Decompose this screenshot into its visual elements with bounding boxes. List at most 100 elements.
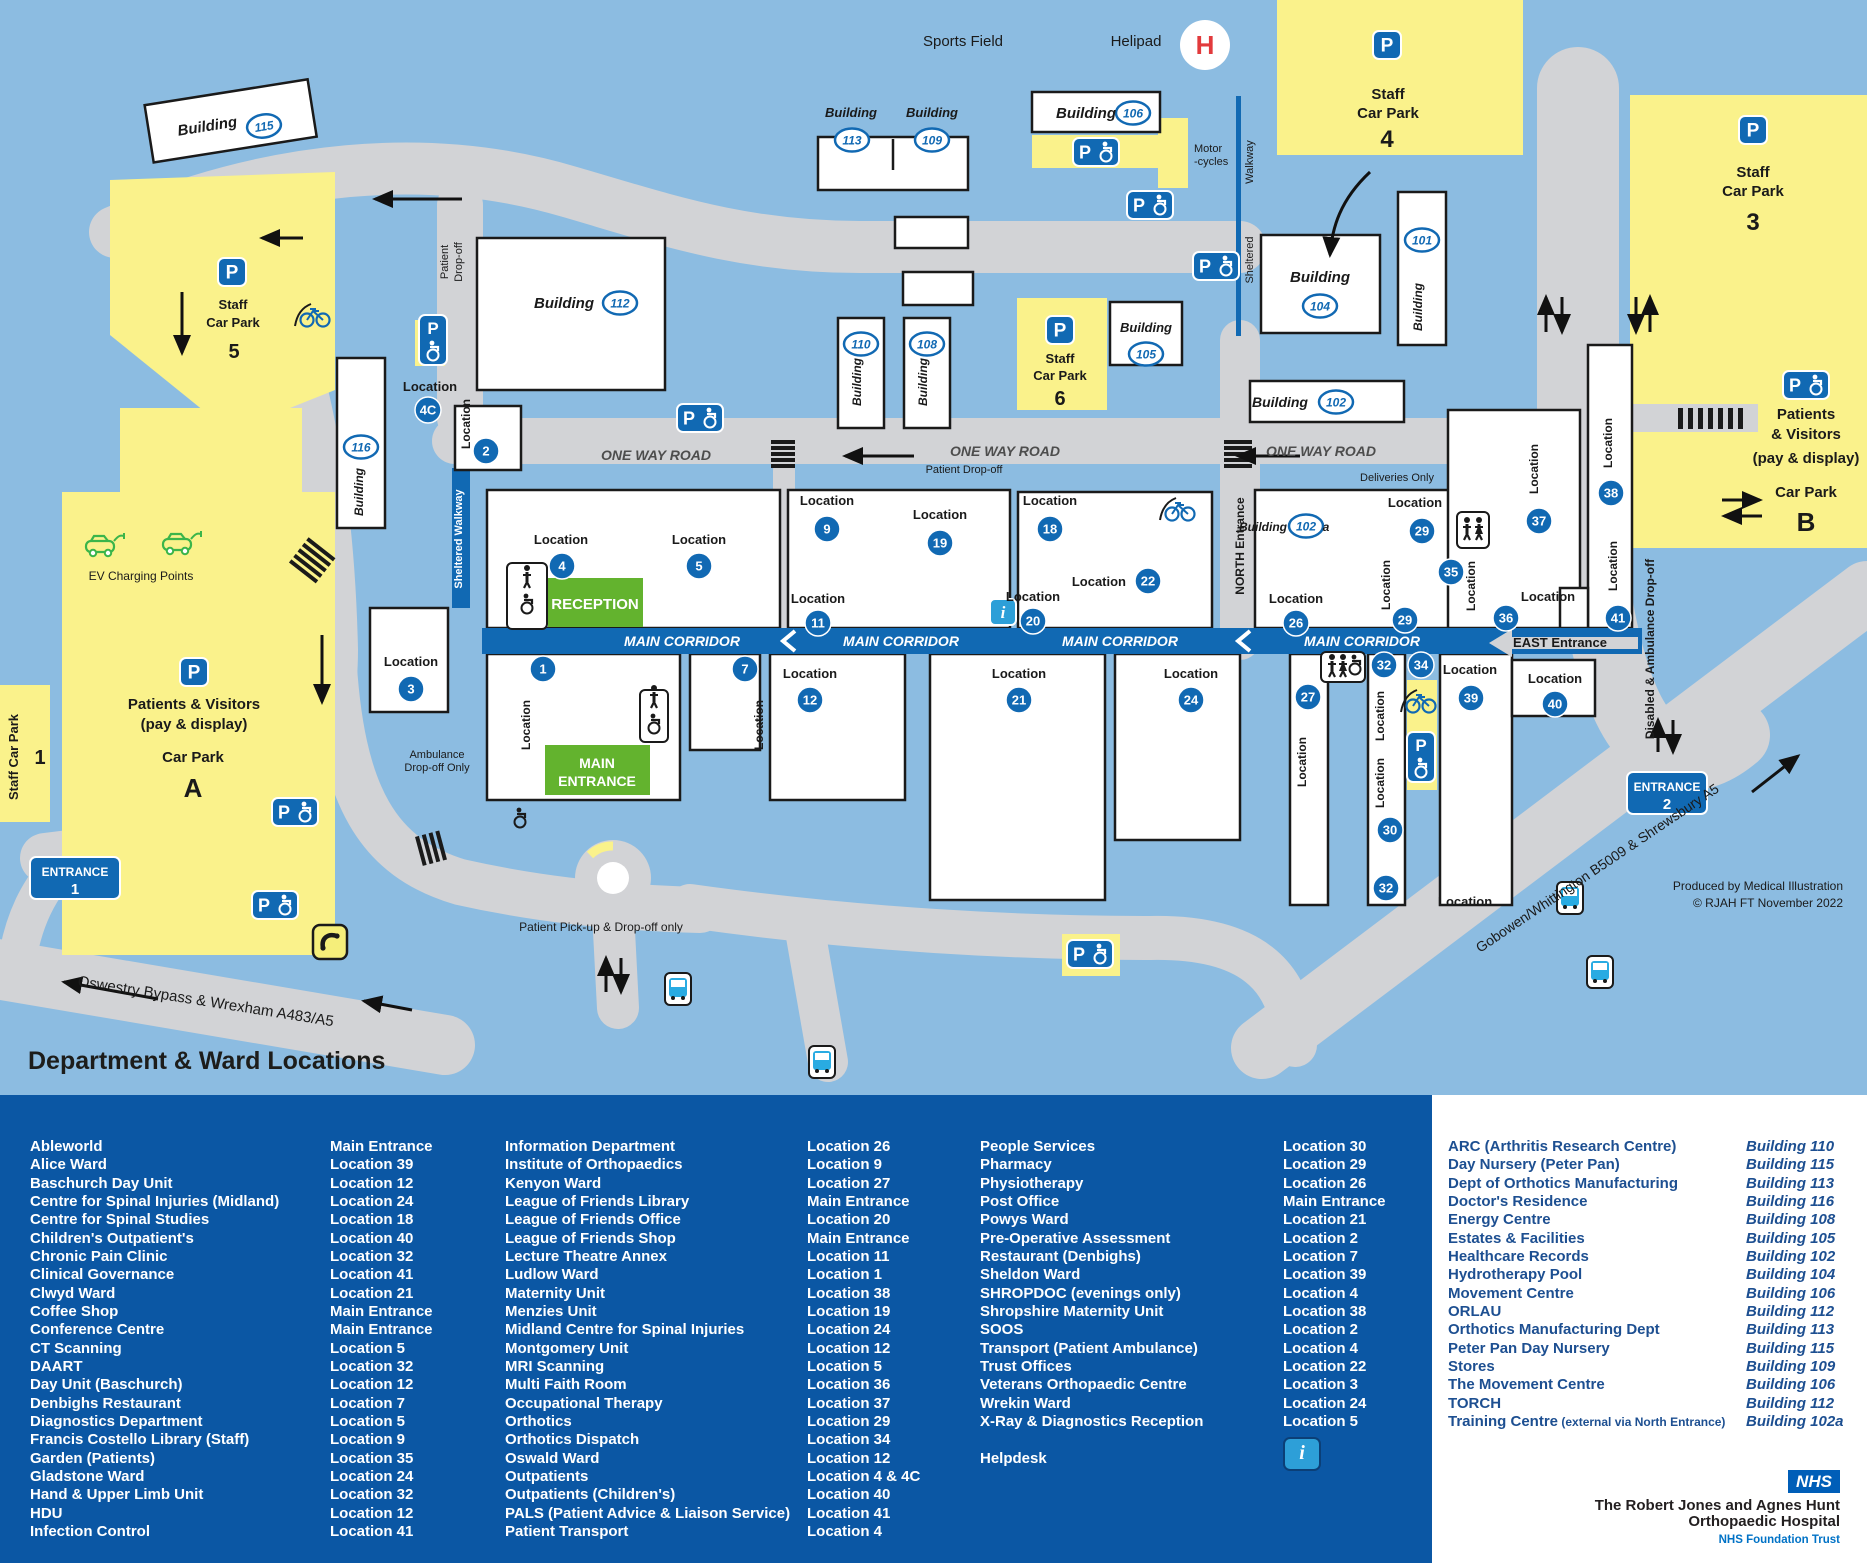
map-label: Building <box>1290 269 1350 286</box>
svg-text:27: 27 <box>1301 690 1315 705</box>
disabled-parking-icon: P <box>1072 137 1120 167</box>
map-label: Building <box>1252 394 1308 410</box>
svg-text:P: P <box>1199 257 1211 277</box>
map-label: Location <box>384 654 438 669</box>
directory-entry-name: PALS (Patient Advice & Liaison Service) <box>505 1504 791 1522</box>
building-number-oval: 113 <box>833 127 871 153</box>
directory-row: Centre for Spinal Injuries (Midland)Loca… <box>30 1193 413 1211</box>
directory-entry-location: Location 20 <box>807 1211 891 1229</box>
directory-entry-location: Location 12 <box>807 1339 891 1357</box>
map-label: Location <box>403 379 457 394</box>
map-label: Location <box>992 666 1046 681</box>
svg-text:35: 35 <box>1444 565 1458 580</box>
map-label: Location <box>1528 671 1582 686</box>
location-number-circle: 39 <box>1457 684 1485 712</box>
location-number-circle: 3 <box>397 675 425 703</box>
map-label: Location <box>783 666 837 681</box>
directory-entry-location: Location 4 <box>1283 1339 1359 1357</box>
location-number-circle: 38 <box>1597 479 1625 507</box>
svg-text:P: P <box>1073 945 1085 965</box>
directory-entry-name: Occupational Therapy <box>505 1394 663 1412</box>
map-label: RECEPTION <box>551 596 639 613</box>
directory-entry-location: Location 26 <box>1283 1174 1367 1192</box>
svg-text:24: 24 <box>1184 693 1199 708</box>
toilets-icon <box>639 685 669 743</box>
map-label: Location <box>1373 691 1387 741</box>
directory-entry-location: Building 109 <box>1746 1357 1836 1375</box>
directory-entry-name: Coffee Shop <box>30 1302 119 1320</box>
directory-entry-name: Clwyd Ward <box>30 1284 116 1302</box>
disabled-parking-icon: P <box>676 403 724 433</box>
department-ward-locations-title: Department & Ward Locations <box>28 1047 386 1075</box>
directory-entry-name: Garden (Patients) <box>30 1449 156 1467</box>
map-label: MAIN CORRIDOR <box>624 633 741 649</box>
wheelchair-access-icon <box>513 807 527 829</box>
location-number-circle: 27 <box>1294 683 1322 711</box>
building-number-oval: 101 <box>1403 227 1441 253</box>
map-label: ENTRANCE <box>42 865 109 879</box>
disabled-parking-icon: P <box>1066 939 1114 969</box>
building-number-oval: 116 <box>342 434 380 460</box>
svg-text:104: 104 <box>1310 300 1330 314</box>
map-label: Building <box>1411 282 1425 331</box>
directory-entry-name: Veterans Orthopaedic Centre <box>980 1376 1187 1394</box>
map-label: Location <box>1023 493 1077 508</box>
svg-text:P: P <box>427 319 438 338</box>
directory-entry-name: Transport (Patient Ambulance) <box>980 1339 1198 1357</box>
location-number-circle: 34 <box>1407 651 1435 679</box>
svg-text:12: 12 <box>803 693 817 708</box>
directory-entry-name: TORCH <box>1448 1394 1502 1412</box>
directory-entry-name: Baschurch Day Unit <box>30 1174 173 1192</box>
directory-entry-location: Building 106 <box>1746 1376 1836 1394</box>
directory-entry-name: DAART <box>30 1357 83 1375</box>
svg-text:108: 108 <box>917 338 937 352</box>
directory-entry-name: CT Scanning <box>30 1339 122 1357</box>
directory-entry-name: Post Office <box>980 1192 1060 1210</box>
directory-entry-location: Location 36 <box>807 1376 891 1394</box>
location-18-22-20-building <box>1016 490 1214 630</box>
map-label: Location <box>459 399 473 449</box>
svg-text:i: i <box>1001 603 1006 622</box>
directory-entry-location: Location 2 <box>1283 1229 1359 1247</box>
svg-text:29: 29 <box>1398 613 1412 628</box>
directory-entry-name: SHROPDOC (evenings only) <box>980 1284 1181 1302</box>
directory-entry-location: Location 9 <box>807 1156 883 1174</box>
directory-row: SHROPDOC (evenings only)Location 4 <box>980 1284 1358 1303</box>
svg-text:18: 18 <box>1043 522 1057 537</box>
map-label: Location <box>534 532 588 547</box>
map-label: © RJAH FT November 2022 <box>1693 896 1843 910</box>
svg-text:21: 21 <box>1012 693 1026 708</box>
location-number-circle: 29 <box>1391 606 1419 634</box>
directory-entry-name: Movement Centre <box>1448 1284 1574 1302</box>
map-label: Helipad <box>1111 33 1162 50</box>
disabled-parking-icon: P <box>1782 370 1830 400</box>
directory-entry-location: Location 35 <box>330 1449 414 1467</box>
map-label: 6 <box>1054 388 1065 410</box>
directory-entry-location: Location 7 <box>1283 1247 1359 1265</box>
location-number-circle: 29 <box>1408 517 1436 545</box>
svg-text:4C: 4C <box>420 403 437 418</box>
directory-entry-name: Hydrotherapy Pool <box>1448 1266 1583 1284</box>
entrance-boxes <box>29 578 1708 900</box>
